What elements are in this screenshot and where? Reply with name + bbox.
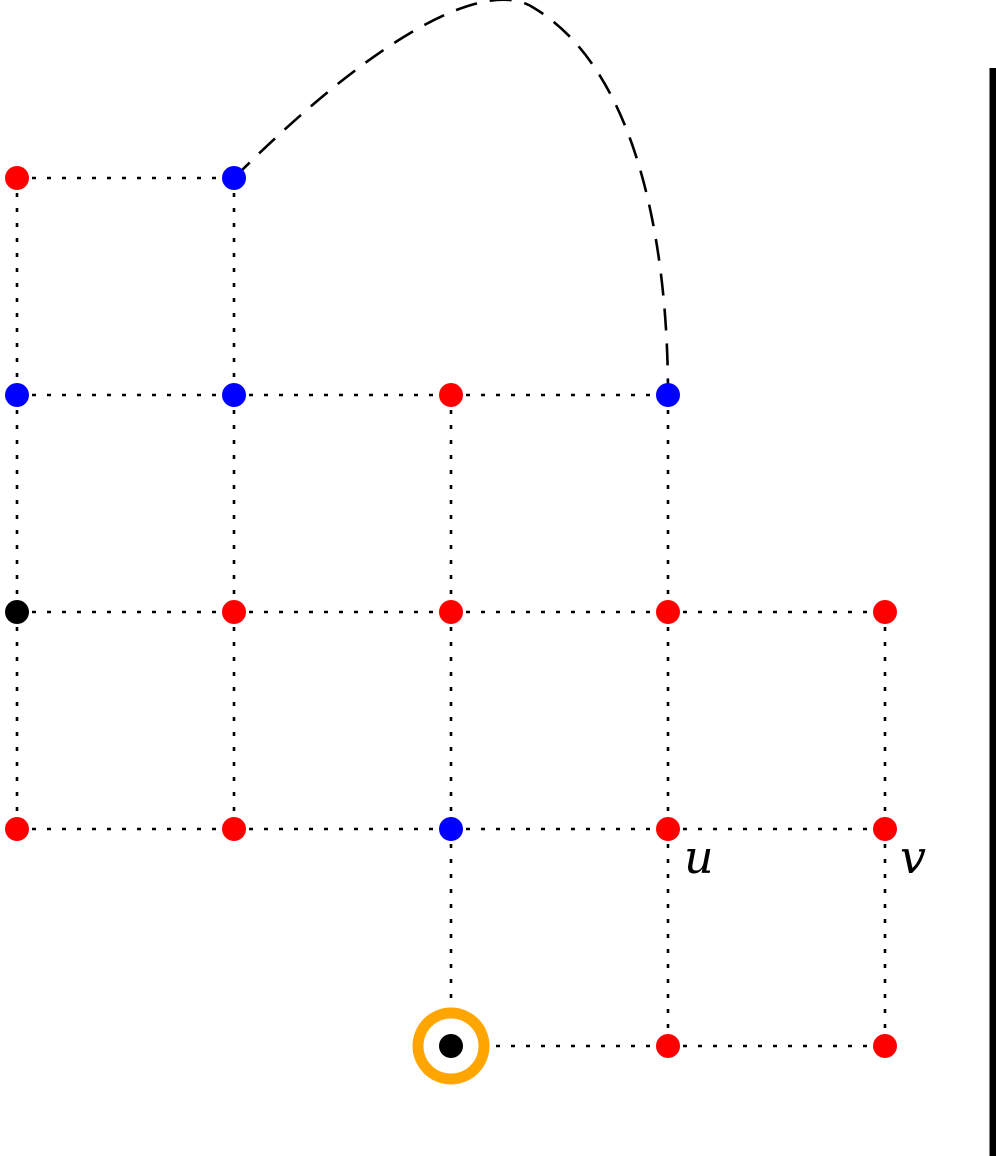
- nodes-layer: [5, 166, 897, 1085]
- node-label-v: v: [900, 830, 926, 884]
- node-blue: [5, 383, 29, 407]
- node-red-v: [873, 817, 897, 841]
- node-red: [873, 600, 897, 624]
- node-red: [656, 1034, 680, 1058]
- labels-layer: u v: [684, 830, 926, 884]
- node-blue: [439, 817, 463, 841]
- node-red: [222, 817, 246, 841]
- node-blue: [222, 166, 246, 190]
- node-red: [656, 600, 680, 624]
- node-red: [222, 600, 246, 624]
- node-red: [439, 600, 463, 624]
- node-red: [5, 166, 29, 190]
- node-black: [5, 600, 29, 624]
- node-blue: [656, 383, 680, 407]
- node-red: [873, 1034, 897, 1058]
- node-blue: [222, 383, 246, 407]
- node-red: [5, 817, 29, 841]
- node-red-u: [656, 817, 680, 841]
- curved-edges-layer: [233, 0, 670, 396]
- node-red: [439, 383, 463, 407]
- curved-edge: [233, 0, 670, 396]
- node-black: [439, 1034, 463, 1058]
- edges-layer: [15, 176, 887, 1048]
- node-label-u: u: [684, 830, 714, 884]
